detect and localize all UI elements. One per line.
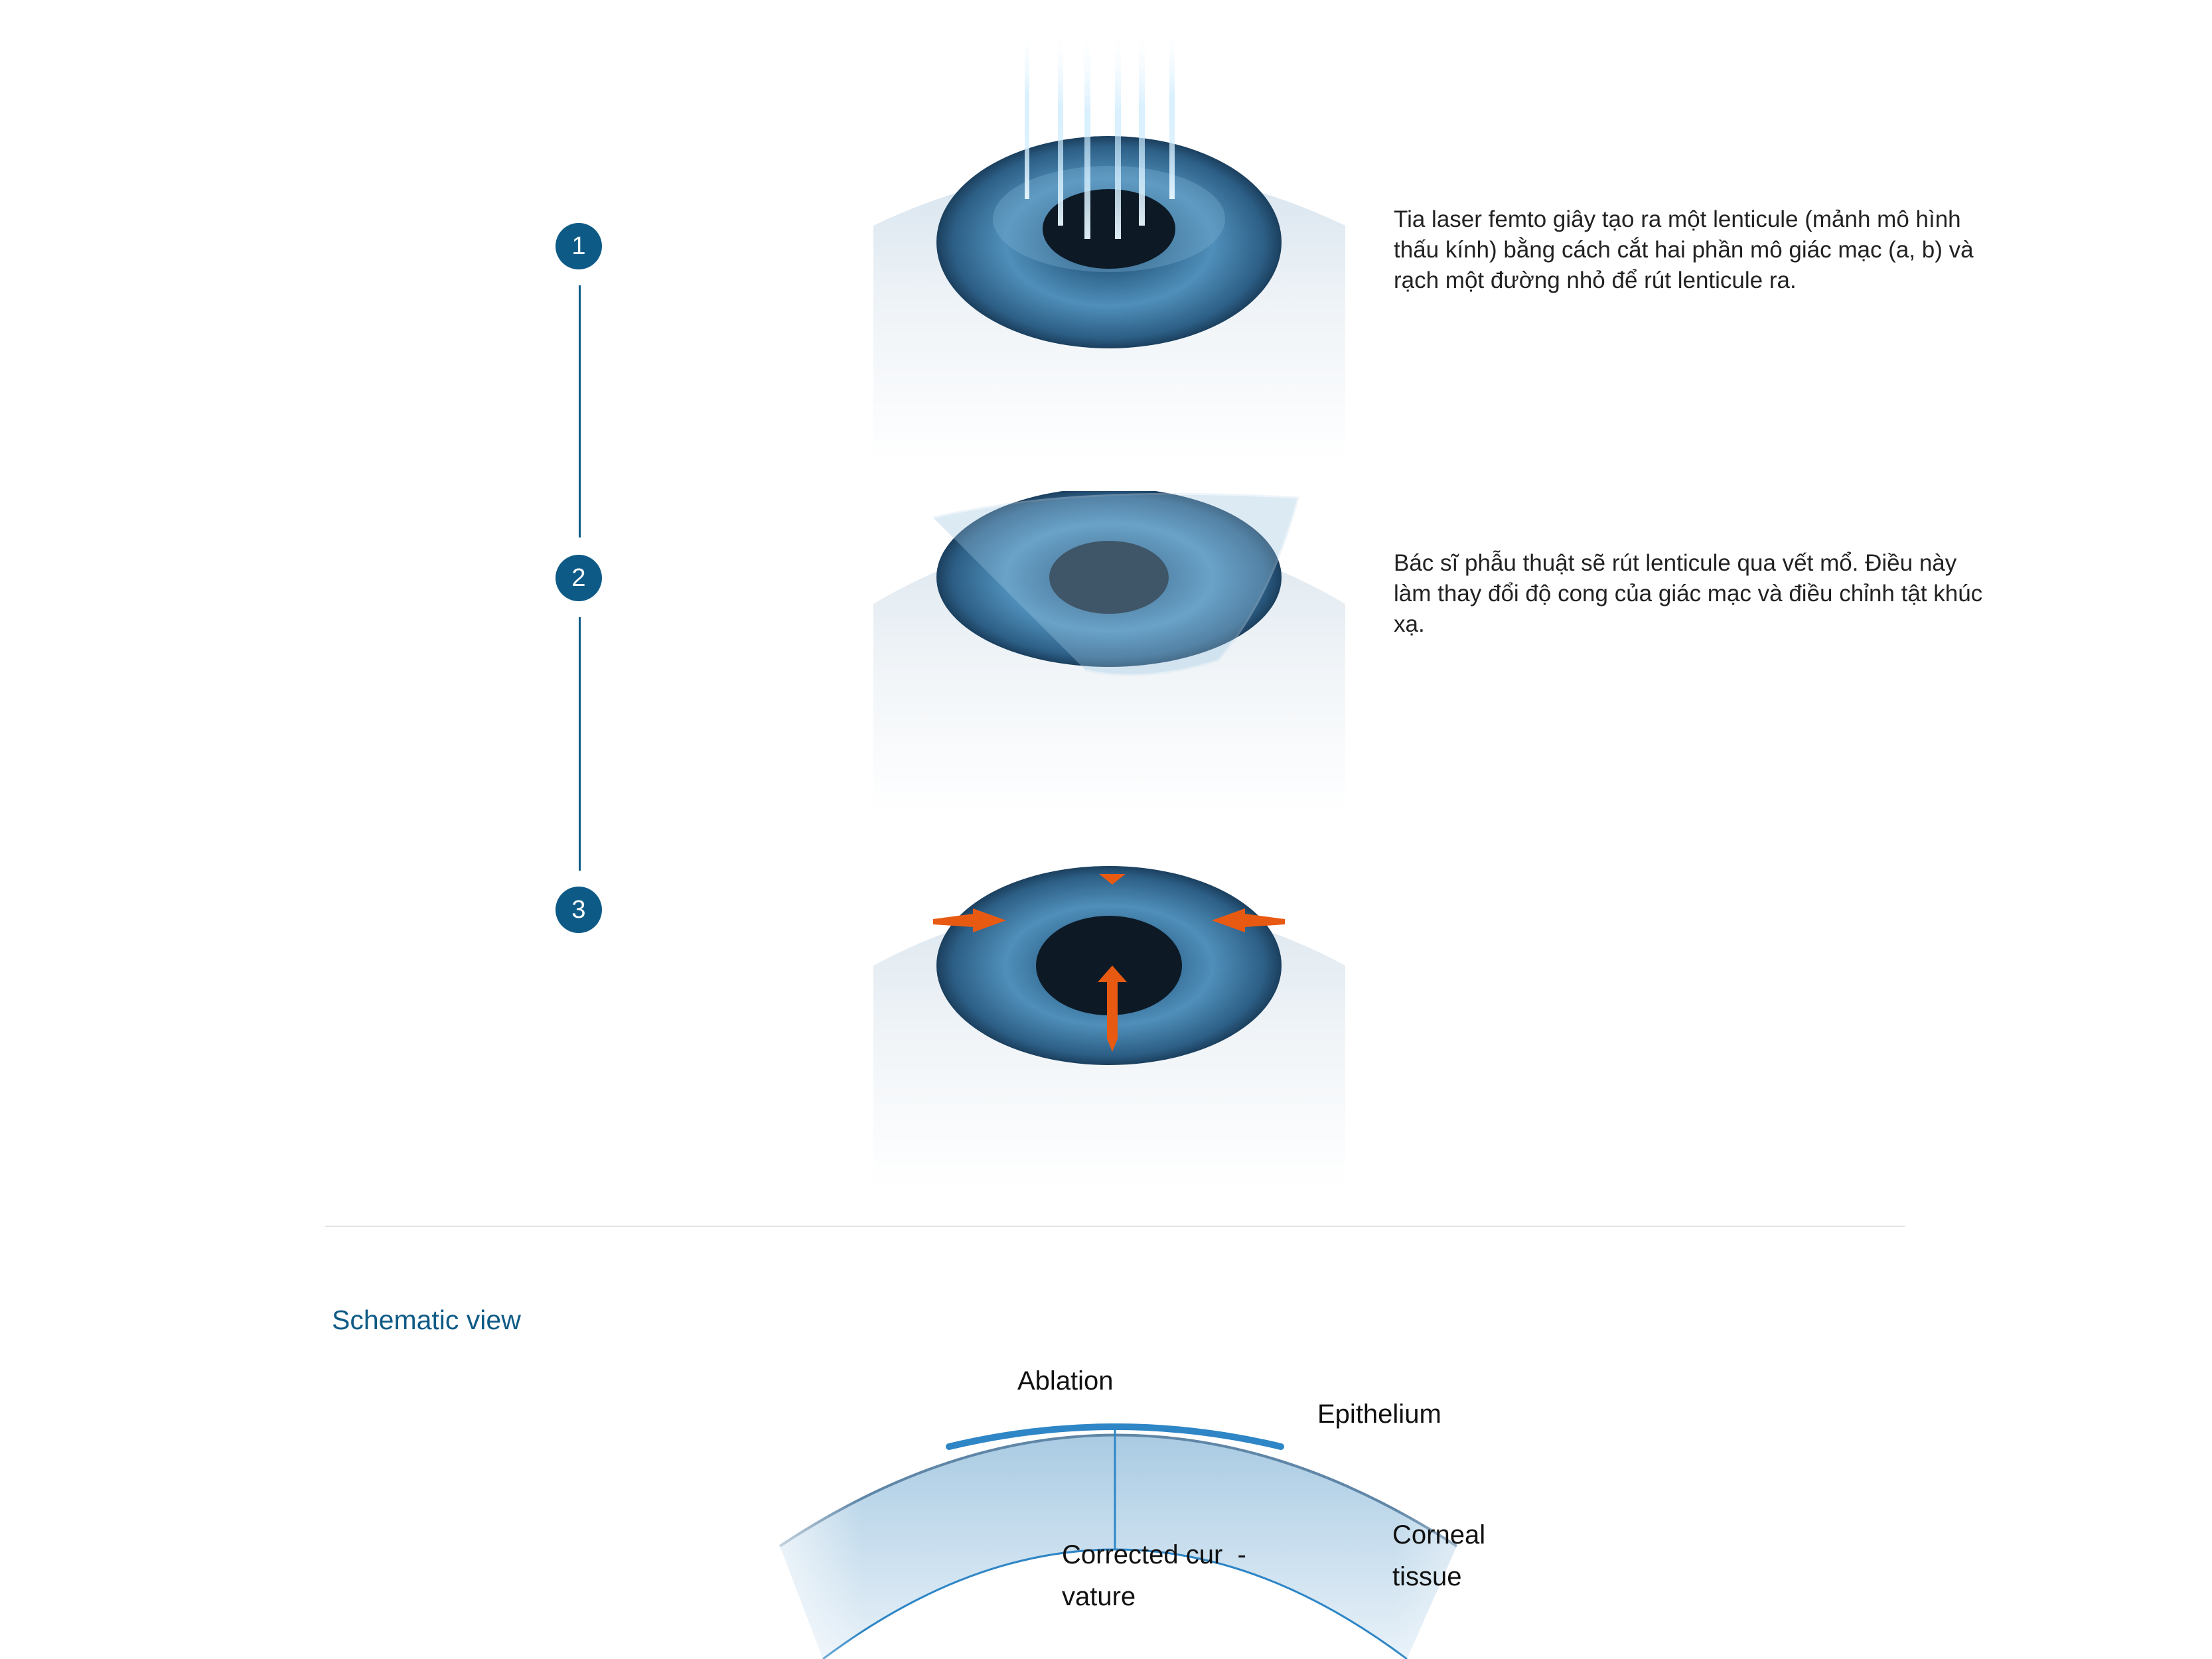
- arrow-left-icon: [1212, 908, 1285, 932]
- step-badge-1: 1: [555, 223, 602, 269]
- pupil-shape: [1049, 541, 1169, 614]
- eye-illustration-result: [873, 866, 1345, 1188]
- label-corneal-tissue-line-2: tissue: [1392, 1562, 1462, 1591]
- section-divider: [325, 1226, 1905, 1227]
- label-corrected-curvature-line-1: Corrected cur -: [1062, 1540, 1246, 1569]
- label-epithelium: Epithelium: [1317, 1400, 1441, 1429]
- schematic-title: Schematic view: [332, 1305, 521, 1335]
- arrow-icons: [933, 874, 1285, 1052]
- step-2-description: Bác sĩ phẫu thuật sẽ rút lenticule qua v…: [1394, 550, 1983, 637]
- eye-illustration-extraction: [873, 491, 1345, 812]
- pupil-shape: [1036, 916, 1182, 1015]
- lenticule-flap: [932, 492, 1299, 676]
- laser-beams: [1025, 27, 1175, 239]
- arrow-up-icon: [1098, 966, 1127, 1052]
- step-badge-3: 3: [555, 887, 602, 933]
- label-ablation: Ablation: [1017, 1366, 1114, 1396]
- label-corrected-curvature: Corrected cur - vature: [1062, 1534, 1246, 1618]
- step-1-description: Tia laser femto giây tạo ra một lenticul…: [1394, 206, 1974, 293]
- step-number: 2: [571, 563, 586, 592]
- epithelium-line: [778, 1433, 1458, 1548]
- arrow-right-icon: [933, 908, 1006, 932]
- cornea-schematic: Ablation Epithelium Corneal tissue Corre…: [730, 1360, 1560, 1659]
- step-number: 3: [571, 895, 586, 924]
- fade-left: [730, 1360, 863, 1659]
- corneal-tissue-band: [780, 1435, 1457, 1659]
- step-number: 1: [571, 232, 586, 260]
- label-corneal-tissue: Corneal tissue: [1392, 1514, 1485, 1598]
- timeline-connector: [579, 285, 581, 538]
- label-corrected-curvature-line-2: vature: [1062, 1582, 1136, 1611]
- label-corneal-tissue-line-1: Corneal: [1392, 1520, 1486, 1550]
- corrected-curvature-line: [822, 1548, 1408, 1659]
- step-badge-2: 2: [555, 555, 602, 601]
- eye-illustration-laser: [873, 27, 1345, 463]
- fade-right: [1394, 1360, 1560, 1659]
- arrow-down-icon: [1099, 874, 1126, 885]
- cornea-diagram: [730, 1360, 1560, 1659]
- timeline-connector: [579, 617, 581, 871]
